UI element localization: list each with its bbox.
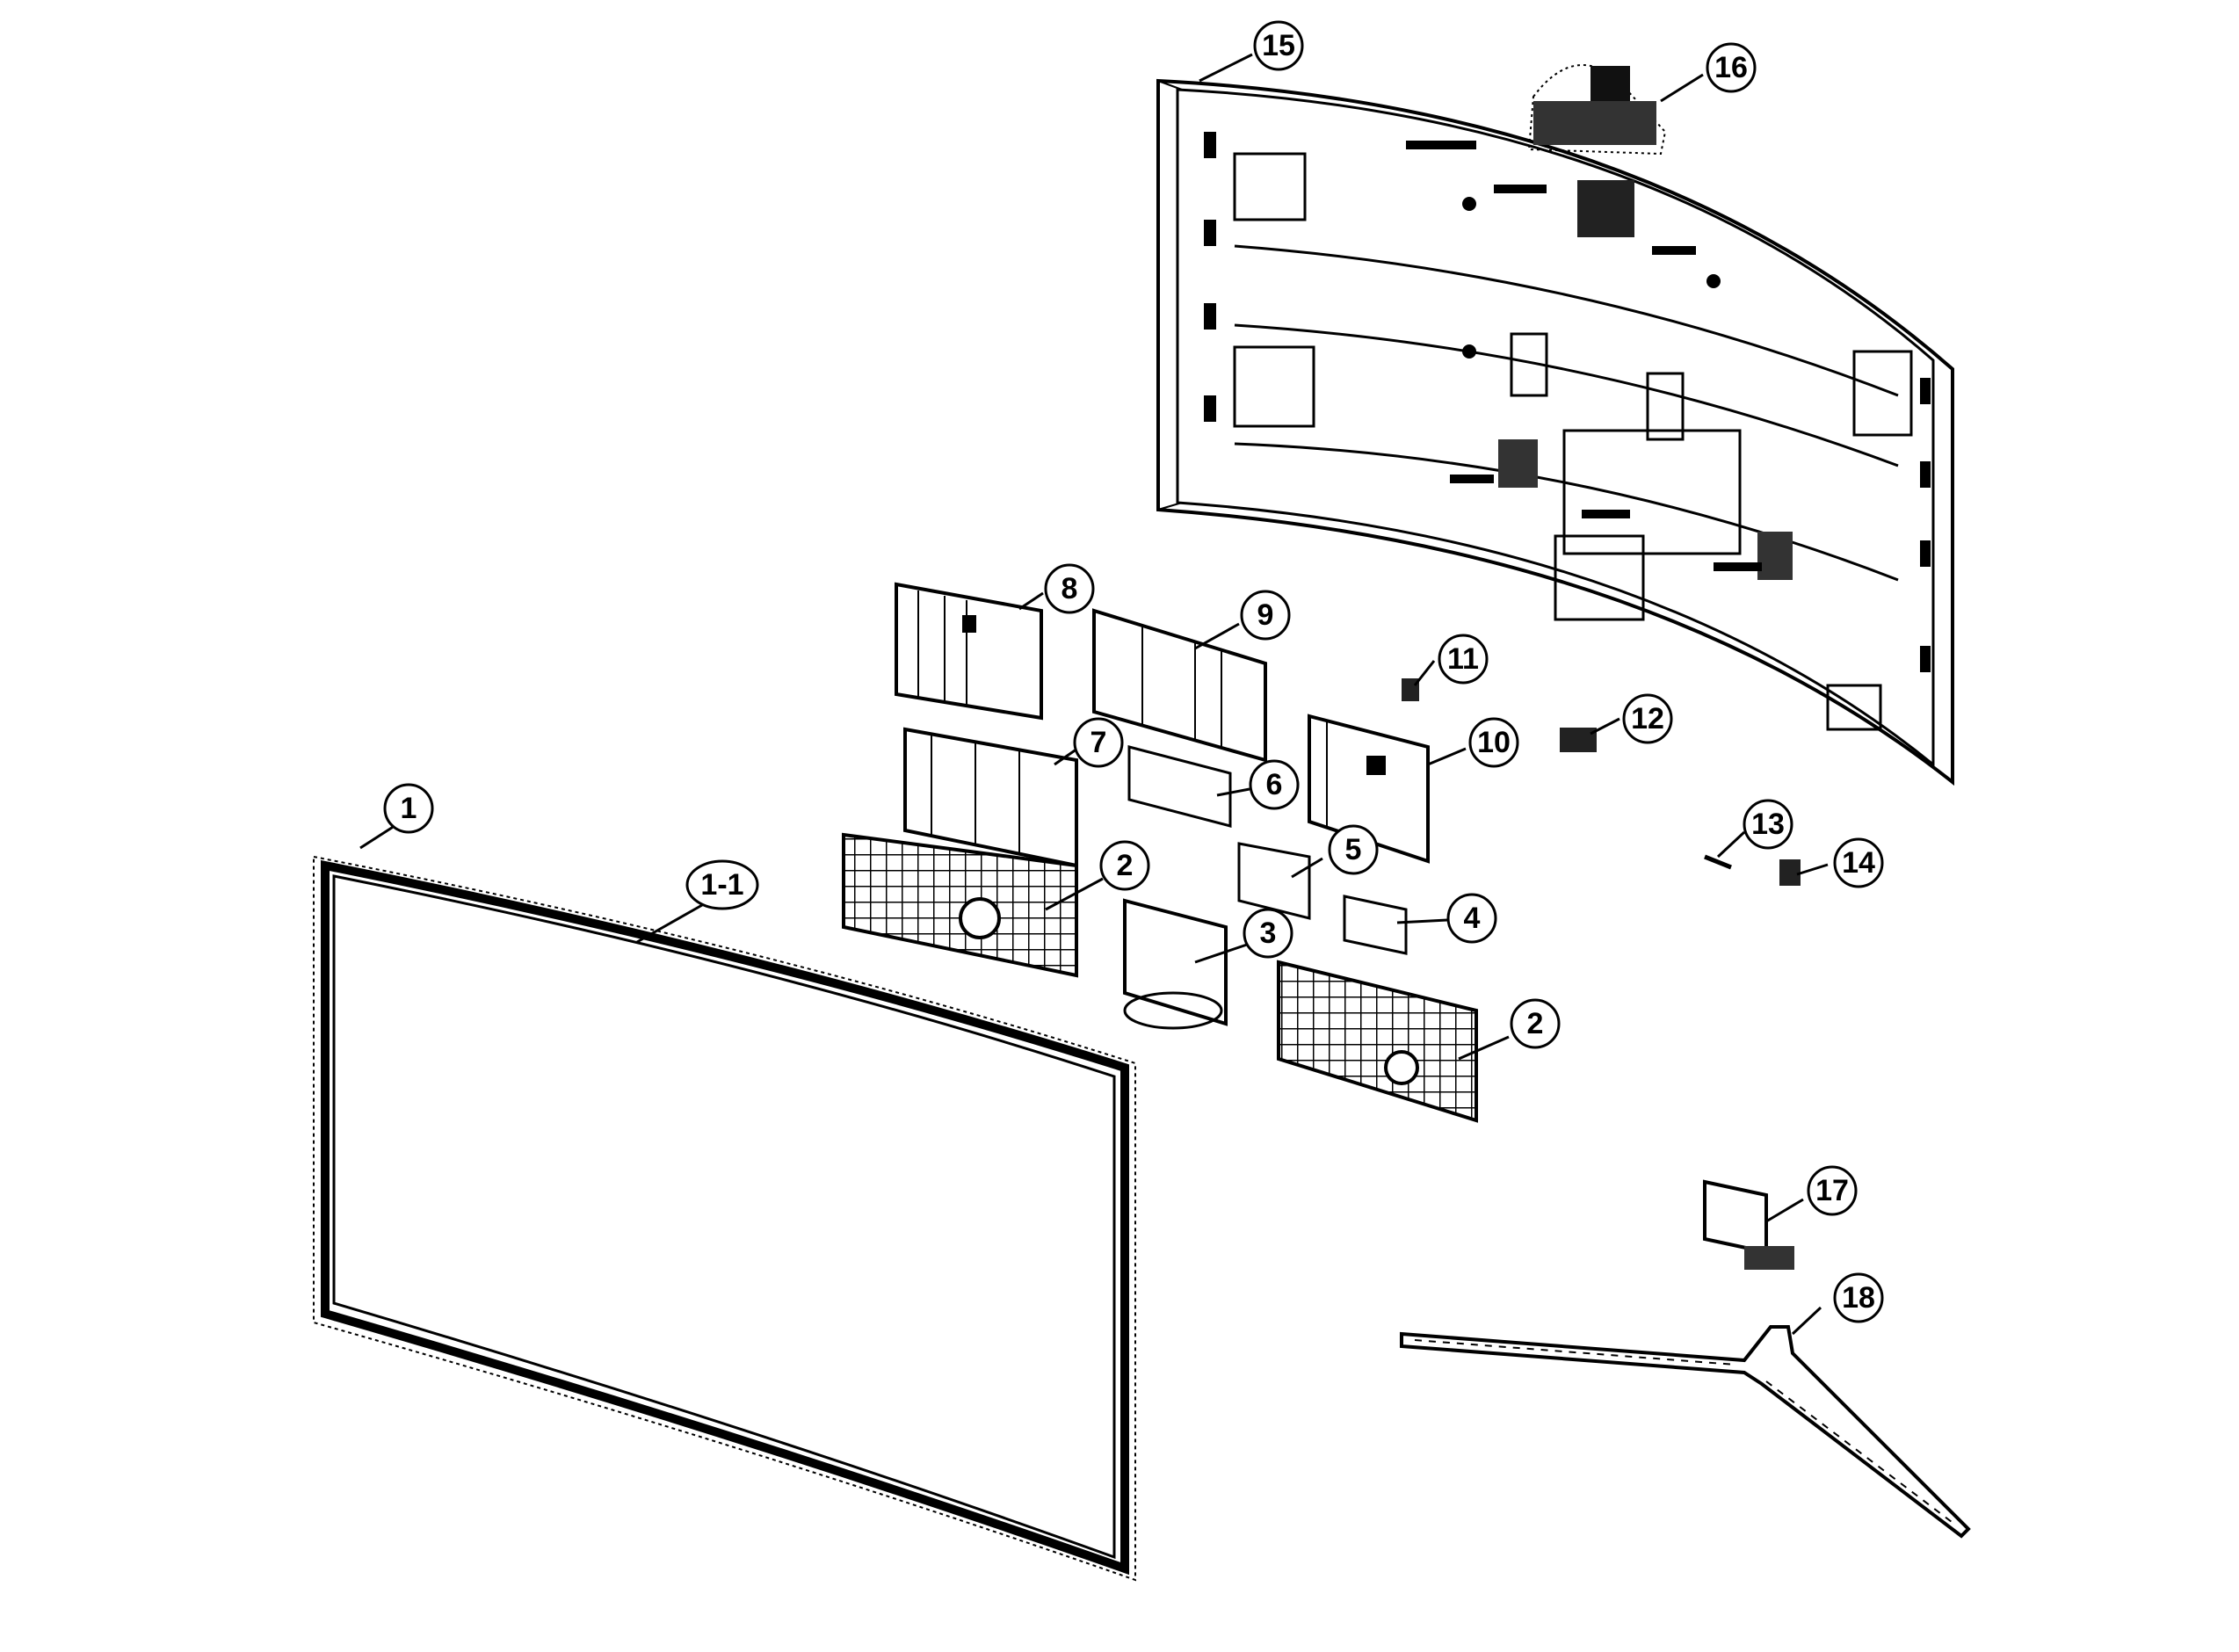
callout-label: 16 — [1714, 51, 1748, 84]
callout-label: 15 — [1262, 29, 1295, 62]
callout-15: 15 — [1253, 20, 1304, 71]
callout-6: 6 — [1249, 759, 1300, 810]
callout-7: 7 — [1073, 717, 1124, 768]
callout-1-1: 1-1 — [685, 859, 759, 910]
part-8-board — [895, 582, 1043, 721]
callout-2a: 2 — [1099, 840, 1150, 891]
callout-label: 6 — [1266, 768, 1283, 801]
part-rear-cover — [1156, 78, 1954, 786]
part-panel — [313, 855, 1136, 1582]
callout-label: 3 — [1260, 917, 1277, 950]
callout-14: 14 — [1833, 837, 1884, 888]
part-14-clip — [1779, 859, 1801, 886]
callout-11: 11 — [1438, 634, 1489, 685]
part-6-board — [1127, 745, 1232, 828]
part-12-clip — [1560, 728, 1597, 752]
callout-5: 5 — [1328, 824, 1379, 875]
part-2-cover-left — [842, 832, 1078, 978]
callout-label: 2 — [1117, 849, 1134, 882]
callout-label: 5 — [1345, 833, 1362, 866]
part-9-board — [1092, 608, 1267, 763]
callout-3: 3 — [1243, 908, 1293, 959]
part-4-board — [1343, 895, 1408, 955]
callout-18: 18 — [1833, 1272, 1884, 1323]
callout-13: 13 — [1743, 799, 1793, 850]
callout-10: 10 — [1468, 717, 1519, 768]
callout-label: 4 — [1464, 902, 1481, 935]
callout-12: 12 — [1622, 693, 1673, 744]
callout-label: 8 — [1062, 572, 1078, 605]
callout-label: 18 — [1842, 1281, 1875, 1315]
callout-label: 9 — [1257, 598, 1274, 632]
callout-label: 10 — [1477, 726, 1511, 759]
callout-16: 16 — [1706, 42, 1757, 93]
callout-label: 12 — [1631, 702, 1664, 735]
callout-8: 8 — [1044, 563, 1095, 614]
callout-2b: 2 — [1510, 998, 1561, 1049]
callout-label: 14 — [1842, 846, 1875, 880]
part-17-stand-neck — [1703, 1179, 1794, 1270]
part-16-bracket — [1527, 64, 1667, 156]
callout-label: 7 — [1091, 726, 1107, 759]
callout-1: 1 — [383, 783, 434, 834]
callout-17: 17 — [1807, 1165, 1858, 1216]
callout-label: 17 — [1815, 1174, 1849, 1207]
part-5-board — [1237, 842, 1311, 920]
callout-4: 4 — [1446, 893, 1497, 944]
callout-label: 11 — [1447, 642, 1479, 676]
part-10-board — [1308, 714, 1430, 864]
callout-9: 9 — [1240, 590, 1291, 641]
part-2-cover-right — [1277, 960, 1478, 1123]
part-13-screw — [1704, 854, 1732, 870]
callout-label: 2 — [1527, 1007, 1544, 1040]
leaders — [359, 53, 1829, 1336]
callout-label: 1 — [401, 792, 417, 825]
part-18-stand-base — [1400, 1325, 1971, 1539]
part-3-holder — [1123, 898, 1228, 1030]
callout-label: 13 — [1751, 808, 1785, 841]
callout-label: 1-1 — [700, 868, 743, 902]
